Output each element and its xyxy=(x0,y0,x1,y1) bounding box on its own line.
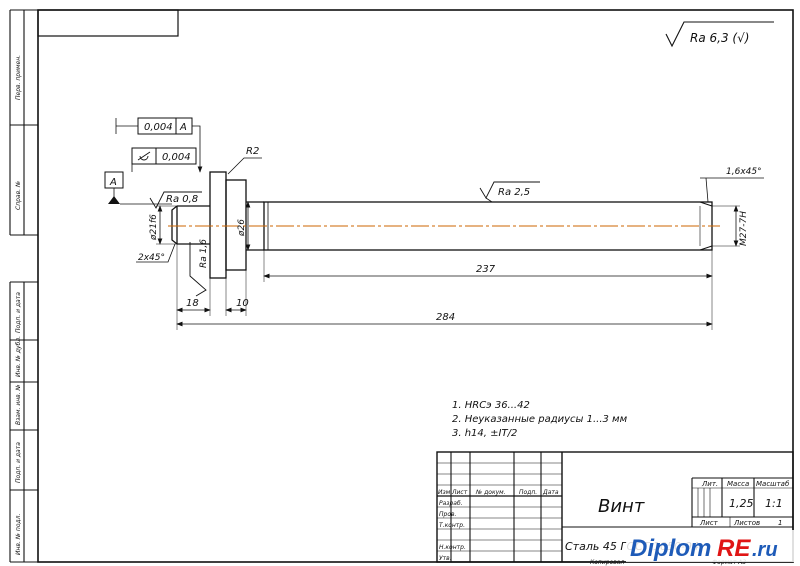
svg-text:ø21f6: ø21f6 xyxy=(149,214,159,241)
svg-text:0,004: 0,004 xyxy=(162,152,191,163)
svg-text:1. HRCэ 36...42: 1. HRCэ 36...42 xyxy=(452,400,530,411)
screw-part xyxy=(171,171,713,279)
roughness-head: Ra 0,8 xyxy=(149,191,202,209)
svg-text:RE: RE xyxy=(717,535,751,562)
svg-text:Diplom: Diplom xyxy=(630,535,711,562)
svg-text:1:1: 1:1 xyxy=(765,497,783,510)
svg-text:Ra 0,8: Ra 0,8 xyxy=(166,194,198,205)
svg-text:A: A xyxy=(179,122,187,133)
dim-dia-shaft: ø26 xyxy=(237,201,251,251)
svg-text:Масса: Масса xyxy=(727,480,749,488)
svg-text:Листов: Листов xyxy=(733,519,760,527)
roughness-shaft: Ra 2,5 xyxy=(479,181,540,203)
svg-text:Разраб.: Разраб. xyxy=(439,500,463,507)
general-roughness: Ra 6,3 (√) xyxy=(665,21,774,48)
datum-marker: A xyxy=(104,171,172,205)
svg-text:Копировал: Копировал xyxy=(590,559,624,566)
tolerance-frame-2: 0,004 xyxy=(131,147,197,172)
svg-text:1,6x45°: 1,6x45° xyxy=(726,167,762,177)
svg-text:№ докум.: № докум. xyxy=(475,489,506,496)
side-field-1: Перв. примен. xyxy=(15,55,22,100)
part-name: Винт xyxy=(598,496,645,517)
svg-text:Изм.: Изм. xyxy=(438,489,452,496)
svg-text:284: 284 xyxy=(436,312,455,323)
side-field-5: Взам. инв. № xyxy=(15,384,22,425)
tolerance-frame-1: 0,004 A xyxy=(115,117,203,173)
dim-len-shaft: 237 xyxy=(263,246,713,330)
svg-text:Т.контр.: Т.контр. xyxy=(439,522,465,529)
left-side-stamp xyxy=(9,9,38,563)
svg-text:ø26: ø26 xyxy=(237,219,247,237)
svg-text:1: 1 xyxy=(778,519,782,527)
svg-text:1,25: 1,25 xyxy=(729,497,754,510)
svg-text:10: 10 xyxy=(236,298,249,309)
side-field-7: Инв. № подл. xyxy=(15,514,22,555)
svg-text:0,004: 0,004 xyxy=(144,122,173,133)
chamfer-right: 1,6x45° xyxy=(700,167,764,203)
svg-text:Пров.: Пров. xyxy=(439,511,457,518)
drawing-frame xyxy=(37,9,794,563)
svg-text:Ra 1,6: Ra 1,6 xyxy=(199,239,209,268)
roughness-face: Ra 1,6 xyxy=(189,239,209,297)
title-block xyxy=(436,451,794,563)
svg-text:Лист: Лист xyxy=(451,489,468,496)
svg-text:18: 18 xyxy=(186,298,199,309)
svg-text:Лист: Лист xyxy=(699,519,719,527)
svg-text:R2: R2 xyxy=(246,146,259,157)
svg-text:M27-7H: M27-7H xyxy=(739,211,749,246)
svg-text:3. h14, ±IT/2: 3. h14, ±IT/2 xyxy=(452,428,517,439)
svg-text:.ru: .ru xyxy=(752,539,778,561)
svg-text:Масштаб: Масштаб xyxy=(756,480,790,488)
dim-small-lengths: 18 10 xyxy=(176,244,249,330)
watermark-logo: Diplom RE .ru xyxy=(626,530,794,562)
side-field-4: Инв. № дубл. xyxy=(15,336,22,377)
side-field-2: Справ. № xyxy=(15,181,22,210)
chamfer-left: 2x45° xyxy=(136,243,176,263)
dim-len-total: 284 xyxy=(176,312,713,327)
dim-dia-left: ø21f6 xyxy=(149,205,177,245)
svg-text:Подп.: Подп. xyxy=(519,489,537,496)
svg-text:2. Неуказанные радиусы 1...3 м: 2. Неуказанные радиусы 1...3 мм xyxy=(452,414,628,425)
radius-callout: R2 xyxy=(227,146,262,175)
svg-text:Лит.: Лит. xyxy=(701,480,718,488)
svg-text:237: 237 xyxy=(476,264,496,275)
svg-text:Дата: Дата xyxy=(542,489,559,496)
svg-text:Утв.: Утв. xyxy=(439,555,452,562)
side-field-3: Подп. и дата xyxy=(15,292,22,333)
side-field-6: Подп. и дата xyxy=(15,442,22,483)
svg-text:Ra 6,3 (√): Ra 6,3 (√) xyxy=(690,31,749,45)
svg-text:Формат А3: Формат А3 xyxy=(712,559,746,566)
svg-text:2x45°: 2x45° xyxy=(138,253,165,263)
svg-text:Ra 2,5: Ra 2,5 xyxy=(498,187,530,198)
svg-text:A: A xyxy=(109,177,117,188)
dim-thread: M27-7H xyxy=(712,205,749,247)
technical-notes: 1. HRCэ 36...42 2. Неуказанные радиусы 1… xyxy=(452,400,628,439)
svg-text:Н.контр.: Н.контр. xyxy=(439,544,466,551)
top-left-box xyxy=(37,9,179,37)
